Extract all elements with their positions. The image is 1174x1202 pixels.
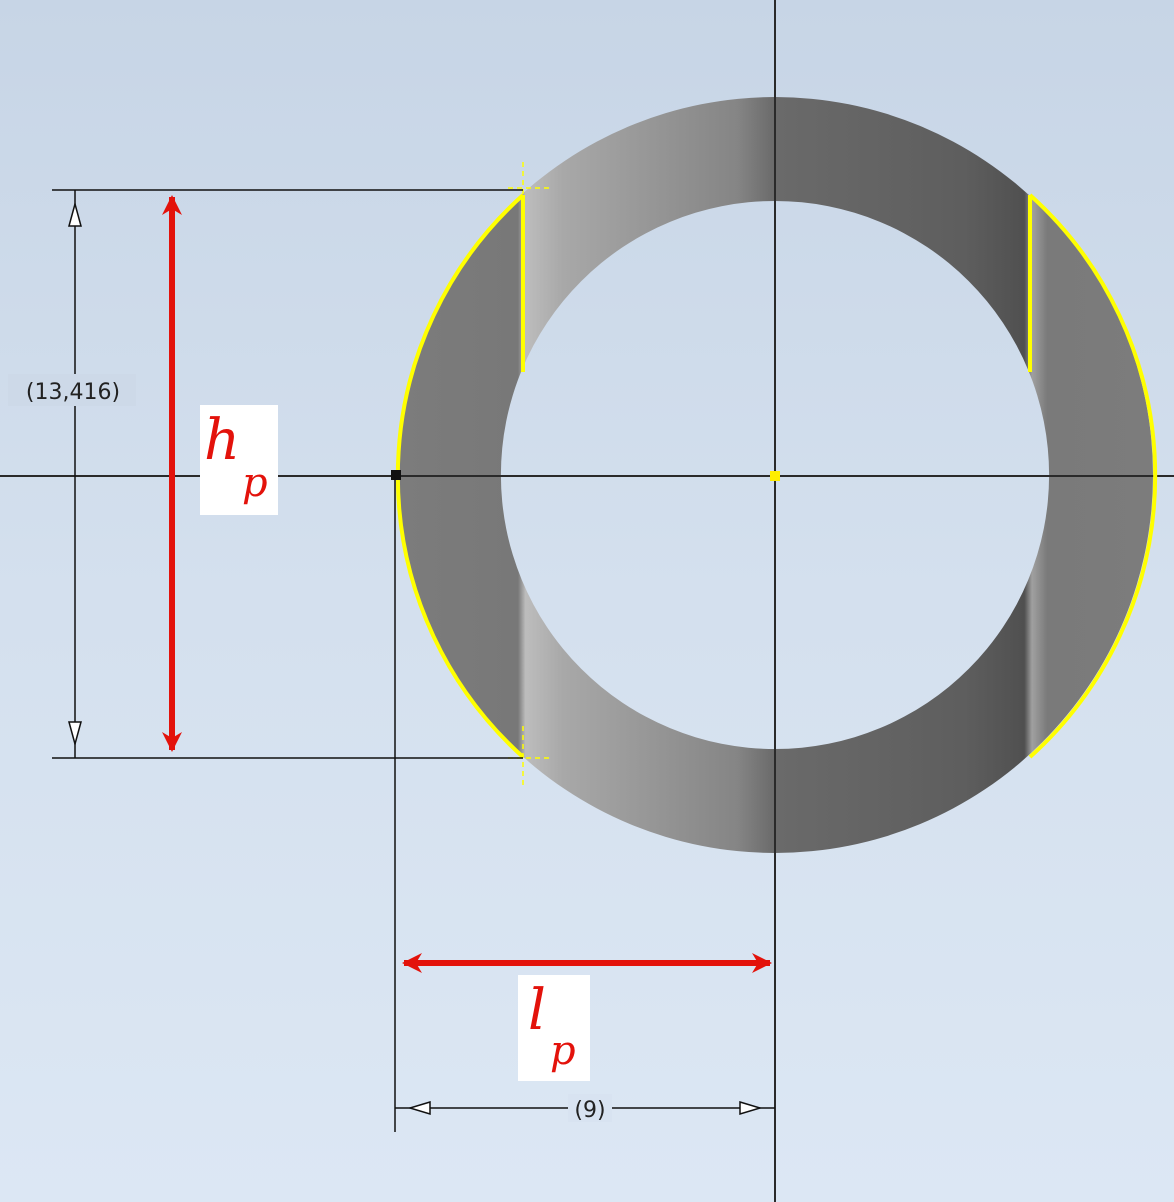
vertical-dimension — [52, 189, 523, 759]
center-point — [770, 471, 780, 481]
horizontal-dimension-arrow-right — [739, 1100, 763, 1116]
height-label-subscript: p — [242, 460, 268, 506]
vertical-dimension-arrow-bottom — [68, 721, 82, 747]
vertical-dimension-arrow-top — [68, 201, 82, 227]
highlight-tick-marks — [508, 162, 552, 786]
right-highlight-arc — [1028, 193, 1158, 759]
vertical-dimension-text-bg — [8, 374, 136, 406]
length-label: l p — [518, 975, 590, 1081]
horizontal-dimension-arrow-left — [407, 1100, 431, 1116]
left-sketch-point — [391, 470, 401, 480]
height-label: h p — [200, 405, 278, 515]
horizontal-dimension-text-bg — [568, 1094, 612, 1122]
length-label-subscript: p — [550, 1028, 576, 1074]
horizontal-dimension-text: (9) — [574, 1098, 605, 1123]
vertical-dimension-text: (13,416) — [26, 380, 120, 405]
length-label-symbol: l — [528, 978, 546, 1043]
height-label-symbol: h — [204, 408, 241, 473]
